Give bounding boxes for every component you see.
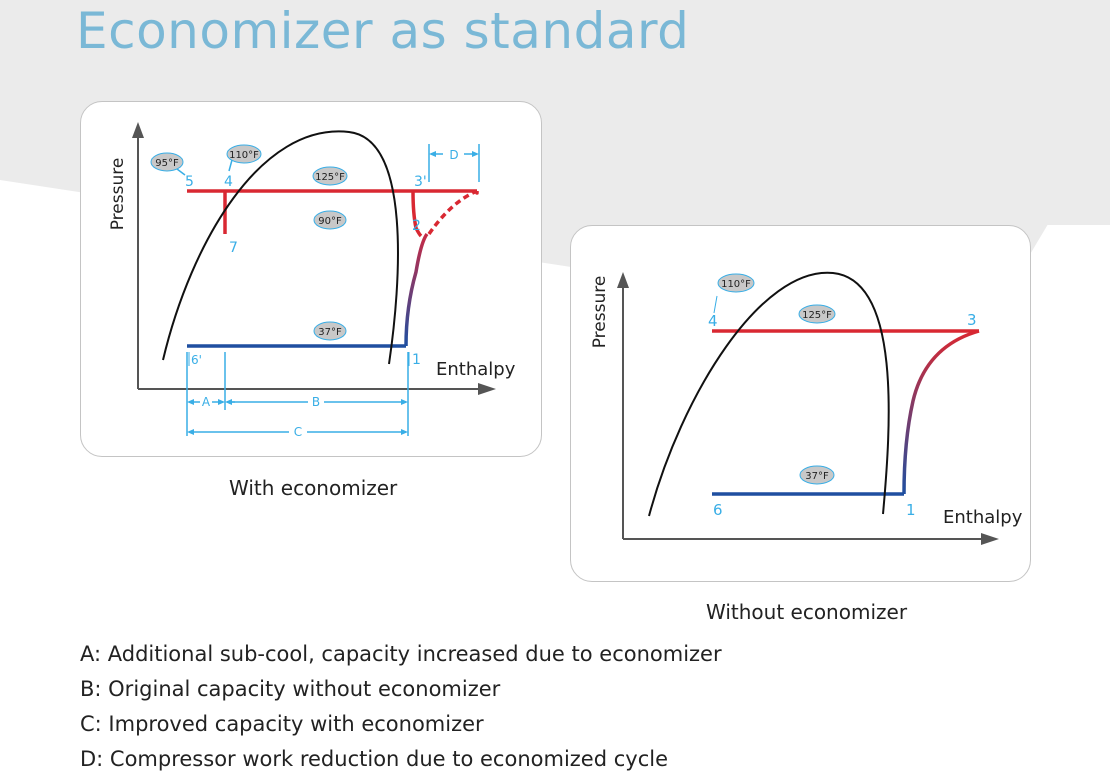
dim-label-c: C <box>294 425 302 439</box>
legend-item-c: C: Improved capacity with economizer <box>80 712 484 736</box>
point-4-right: 4 <box>708 312 718 330</box>
saturation-dome-right <box>648 271 890 517</box>
point-1: 1 <box>412 352 421 368</box>
legend-item-b: B: Original capacity without economizer <box>80 677 501 701</box>
temp-125f-right: 125°F <box>802 310 832 321</box>
temperature-labels: 95°F 110°F 125°F 90°F 37°F <box>150 144 348 341</box>
temp-37f: 37°F <box>318 327 342 338</box>
with-economizer-panel: Pressure Enthalpy <box>80 101 542 457</box>
temp-110f: 110°F <box>229 150 259 161</box>
point-6-prime: 6' <box>191 353 202 367</box>
y-axis-label-right: Pressure <box>590 276 610 349</box>
legend-item-a: A: Additional sub-cool, capacity increas… <box>80 642 722 666</box>
without-economizer-caption: Without economizer <box>706 600 908 624</box>
dimension-markers <box>176 144 480 436</box>
x-axis-label-right: Enthalpy <box>943 507 1023 528</box>
axes <box>132 122 496 395</box>
temp-125f: 125°F <box>315 172 345 183</box>
temp-95f: 95°F <box>155 158 179 169</box>
legend-list: A: Additional sub-cool, capacity increas… <box>80 638 722 778</box>
page-title: Economizer as standard <box>76 2 690 60</box>
point-6-right: 6 <box>713 501 723 519</box>
point-7: 7 <box>229 240 238 256</box>
x-axis-label: Enthalpy <box>436 359 516 380</box>
refrigeration-cycle-right <box>710 329 980 496</box>
point-3-prime: 3' <box>414 174 427 190</box>
point-2: 2 <box>412 218 421 234</box>
without-economizer-panel: Pressure Enthalpy 4 3 6 1 110°F 125°F 37… <box>570 225 1031 582</box>
without-economizer-diagram: Pressure Enthalpy 4 3 6 1 110°F 125°F 37… <box>590 271 1023 545</box>
point-4: 4 <box>224 174 233 190</box>
point-5: 5 <box>185 174 194 190</box>
temp-37f-right: 37°F <box>805 471 829 482</box>
dim-label-b: B <box>312 395 320 409</box>
saturation-dome <box>162 130 399 365</box>
temperature-labels-right: 110°F 125°F 37°F <box>717 273 836 485</box>
with-economizer-caption: With economizer <box>229 476 398 500</box>
temp-110f-right: 110°F <box>721 279 751 290</box>
legend-item-d: D: Compressor work reduction due to econ… <box>80 747 668 771</box>
dim-label-d: D <box>449 148 458 162</box>
y-axis-label: Pressure <box>108 158 128 231</box>
point-1-right: 1 <box>906 501 916 519</box>
temp-90f: 90°F <box>318 216 342 227</box>
point-3-right: 3 <box>967 311 977 329</box>
axes-right <box>617 272 999 545</box>
dim-label-a: A <box>202 395 211 409</box>
refrigeration-cycle <box>185 189 479 348</box>
with-economizer-diagram: Pressure Enthalpy <box>108 122 516 439</box>
